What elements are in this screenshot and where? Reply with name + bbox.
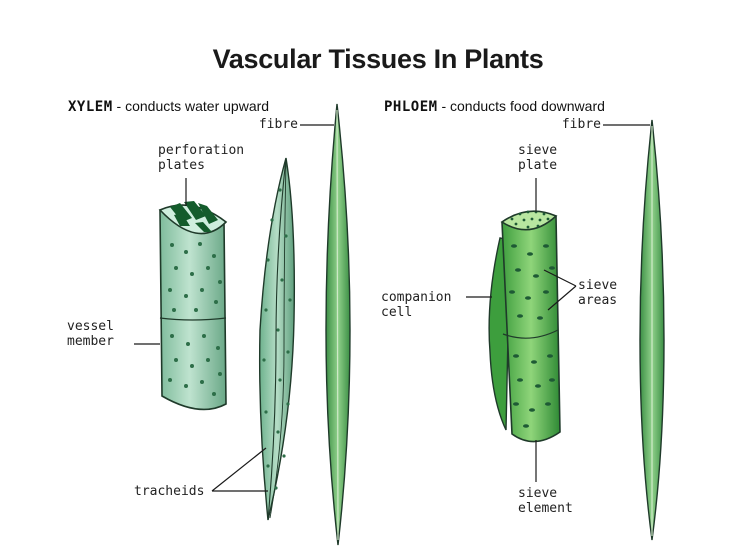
companion-label-line2: cell: [381, 305, 413, 320]
perforation-plate-bars: [170, 201, 218, 232]
vessel-member: [158, 201, 228, 411]
companion-cell-label: companion cell: [381, 290, 451, 320]
sieve-plate-label: sieve plate: [518, 143, 557, 173]
xylem-description: - conducts water upward: [116, 98, 270, 114]
vessel-label-line1: vessel: [67, 319, 114, 334]
phloem-name: PHLOEM: [384, 99, 438, 115]
vessel-pits: [168, 242, 222, 396]
sieve-element-label-line2: element: [518, 501, 573, 516]
xylem-fibre-label: fibre: [258, 117, 298, 132]
phloem-heading: PHLOEM - conducts food downward: [384, 98, 605, 115]
sieve-plate-pores: [510, 210, 550, 229]
perforation-label-line2: plates: [158, 158, 205, 173]
phloem-fibre-label: fibre: [561, 117, 601, 132]
sieve-element-label: sieve element: [518, 486, 573, 516]
sieve-element-label-line1: sieve: [518, 486, 558, 501]
vessel-member-label: vessel member: [67, 319, 114, 349]
tracheids: [258, 157, 296, 521]
sieve-areas-label-line1: sieve: [578, 278, 618, 293]
diagram-title: Vascular Tissues In Plants: [212, 44, 544, 74]
sieve-areas-label-line2: areas: [578, 293, 618, 308]
perforation-label-line1: perforation: [158, 143, 245, 158]
sieve-element: [500, 210, 561, 443]
sieve-plate-label-line1: sieve: [518, 143, 558, 158]
sieve-areas: [509, 244, 555, 428]
companion-label-line1: companion: [381, 290, 452, 305]
sieve-areas-leader: [543, 269, 577, 311]
xylem-fibre: [325, 103, 351, 546]
phloem-fibre: [639, 119, 665, 541]
perforation-plates-label: perforation plates: [158, 143, 244, 173]
sieve-areas-label: sieve areas: [578, 278, 617, 308]
leader-lines: [134, 124, 650, 492]
xylem-name: XYLEM: [68, 99, 113, 115]
phloem-description: - conducts food downward: [441, 98, 605, 114]
sieve-plate-label-line2: plate: [518, 158, 558, 173]
tracheids-label: tracheids: [134, 484, 205, 499]
xylem-heading: XYLEM - conducts water upward: [68, 98, 269, 115]
vessel-label-line2: member: [67, 334, 114, 349]
tracheids-leader: [211, 447, 268, 492]
